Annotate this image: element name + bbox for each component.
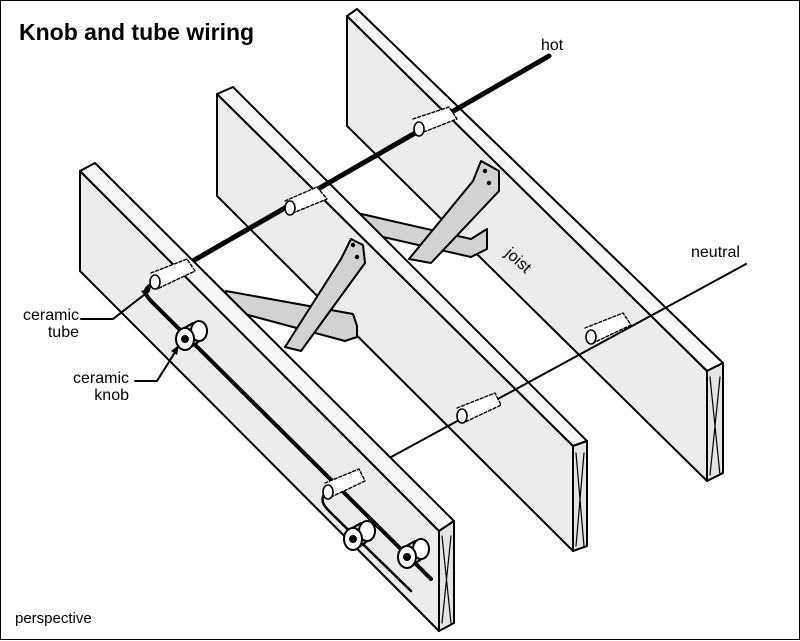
knob-3 bbox=[397, 538, 430, 569]
ceramic-tube-label: ceramic tube bbox=[22, 307, 79, 341]
callout-arrowheads bbox=[141, 288, 179, 355]
diagram-title: Knob and tube wiring bbox=[19, 19, 255, 45]
knob-2 bbox=[343, 520, 376, 551]
neutral-wire bbox=[324, 263, 747, 494]
neutral-label: neutral bbox=[691, 244, 740, 261]
knob-1 bbox=[175, 320, 208, 351]
callout-leaders bbox=[80, 290, 178, 382]
ceramic-knob-label: ceramic knob bbox=[72, 370, 129, 404]
joist-front bbox=[79, 162, 455, 632]
hot-label: hot bbox=[541, 37, 564, 54]
ceramic-tubes bbox=[149, 106, 632, 500]
joist-middle bbox=[216, 86, 588, 552]
hot-wire bbox=[148, 53, 552, 288]
view-caption: perspective bbox=[15, 610, 92, 627]
nail-holes bbox=[350, 168, 492, 260]
ceramic-knobs bbox=[175, 320, 430, 569]
bridging-back bbox=[356, 160, 500, 264]
joist-back bbox=[346, 8, 724, 482]
